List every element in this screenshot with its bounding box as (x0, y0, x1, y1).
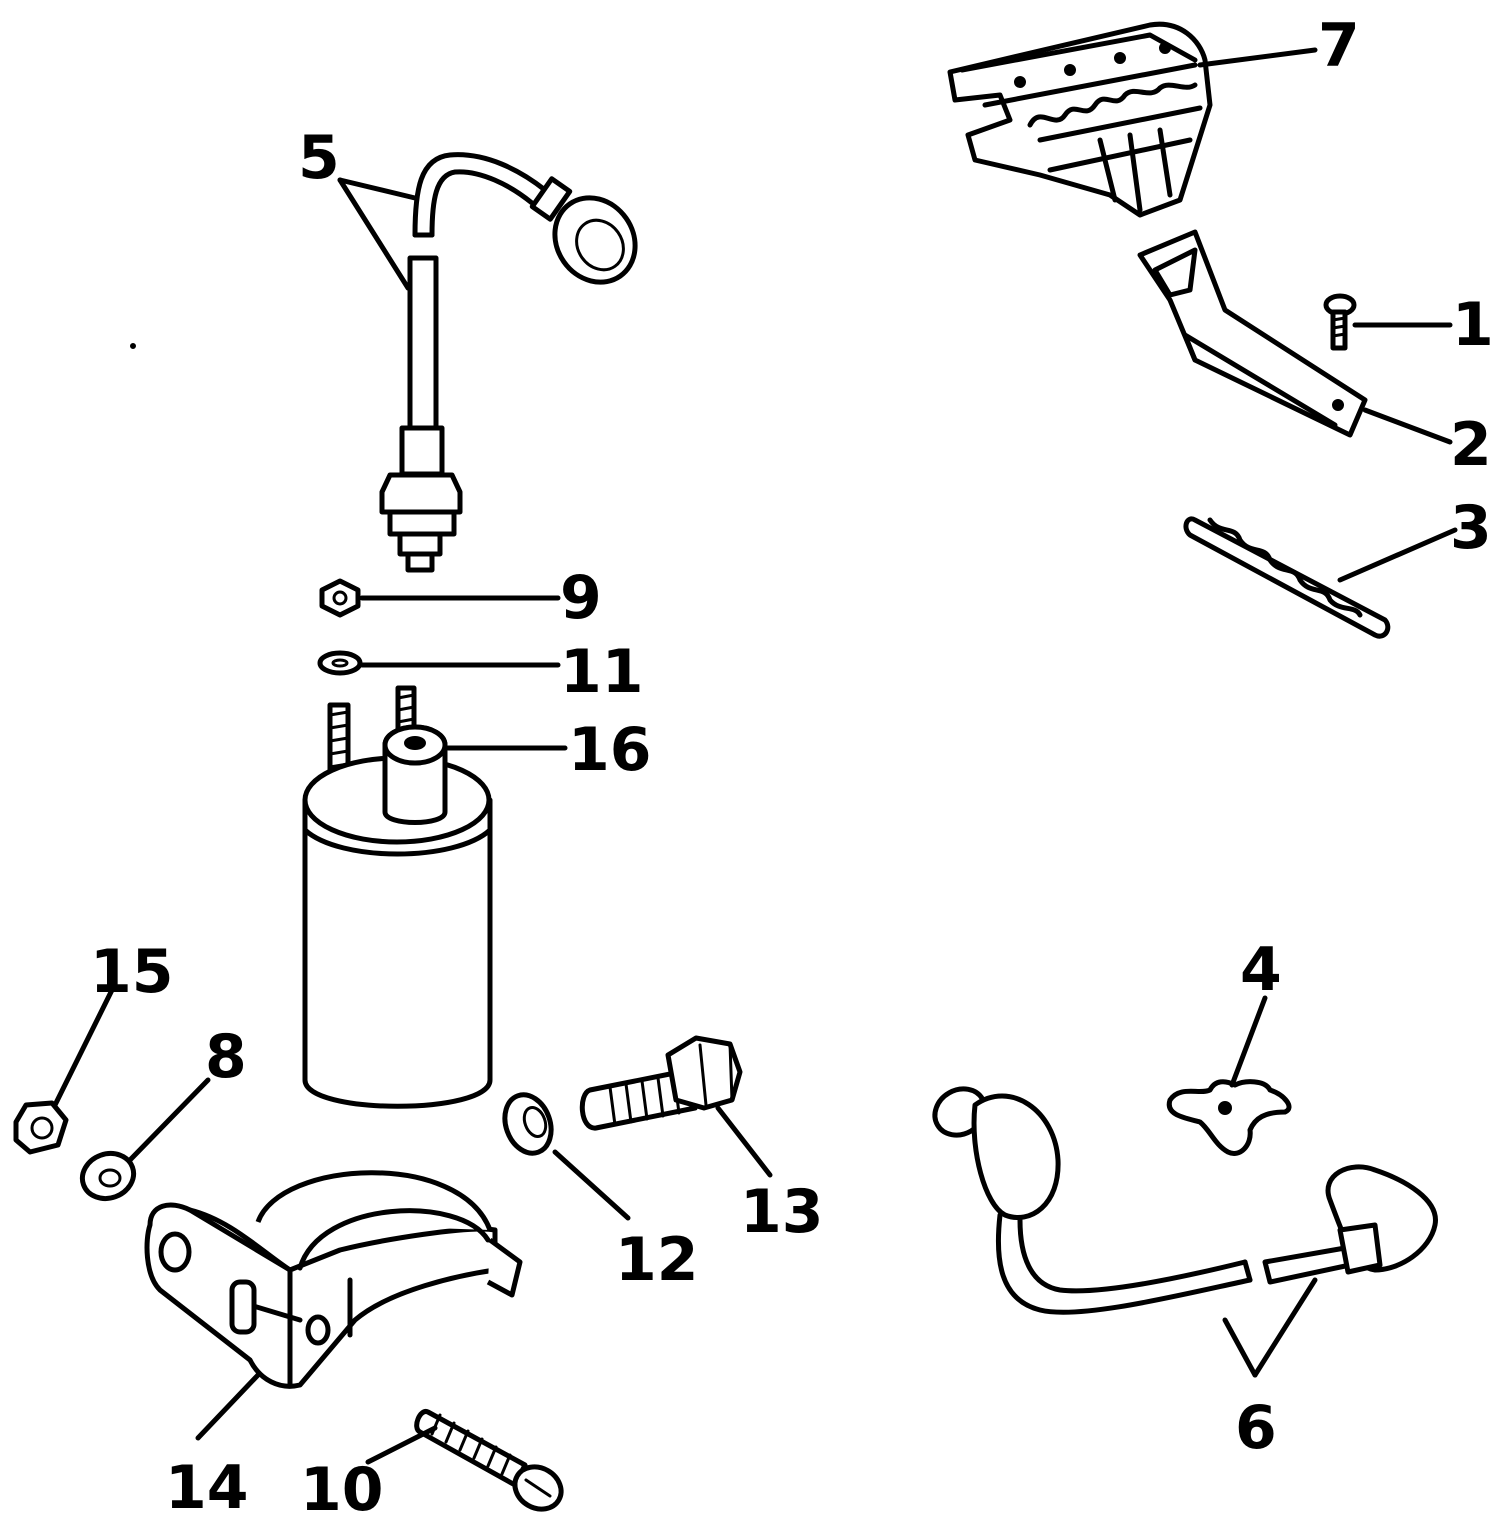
part-6-plug-lead (932, 1086, 1438, 1315)
part-2-bracket-plate (1137, 229, 1368, 438)
callout-16: 16 (568, 715, 652, 785)
callout-1: 1 (1452, 290, 1494, 360)
callout-15: 15 (90, 937, 174, 1007)
part-10-screw (414, 1409, 564, 1512)
part-14-bracket (144, 1170, 523, 1389)
part-5-lead (379, 152, 638, 573)
callout-4: 4 (1240, 935, 1282, 1005)
callout-14: 14 (165, 1453, 249, 1523)
part-7-terminal-block (947, 21, 1213, 218)
part-3-contact-strip (1183, 516, 1391, 639)
part-8-washer (79, 1150, 137, 1202)
callout-11: 11 (560, 637, 644, 707)
callout-5: 5 (298, 123, 340, 193)
part-16-ignition-coil (302, 685, 493, 1109)
part-13-bolt (579, 1035, 743, 1131)
callout-7: 7 (1318, 11, 1360, 81)
callout-6: 6 (1235, 1393, 1277, 1463)
callout-13: 13 (740, 1177, 824, 1247)
callout-2: 2 (1450, 410, 1492, 480)
callout-3: 3 (1450, 493, 1492, 563)
leader-lines (52, 47, 1458, 1465)
callout-12: 12 (615, 1225, 699, 1295)
part-11-washer (317, 650, 363, 676)
callout-10: 10 (300, 1455, 384, 1523)
part-1-screw (1323, 293, 1357, 351)
callout-9: 9 (560, 563, 602, 633)
part-15-nut (13, 1100, 69, 1155)
part-12-washer (502, 1092, 554, 1156)
callout-8: 8 (205, 1022, 247, 1092)
part-4-spring-clip (1166, 1079, 1292, 1156)
stray-dot (130, 343, 136, 349)
callout-labels: 5 7 1 2 3 4 6 9 11 16 15 8 12 13 14 10 (90, 11, 1494, 1523)
part-9-nut (319, 578, 361, 618)
